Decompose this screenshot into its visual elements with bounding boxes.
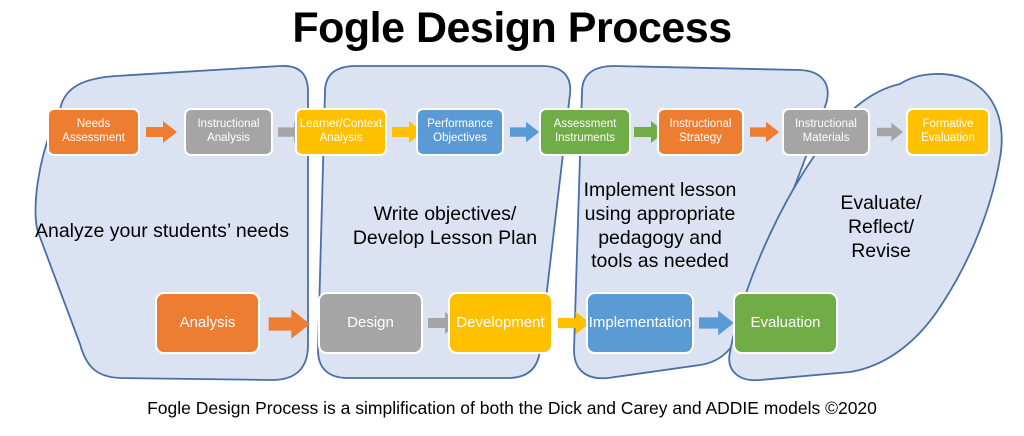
arrow-top-6	[750, 121, 780, 143]
group-label-evaluate: Evaluate/ Reflect/ Revise	[840, 192, 922, 262]
process-box-evaluation[interactable]: Evaluation	[733, 292, 838, 354]
process-box-instructional-materials[interactable]: Instructional Materials	[782, 108, 870, 156]
process-box-analysis[interactable]: Analysis	[155, 292, 260, 354]
process-box-design[interactable]: Design	[318, 292, 423, 354]
process-box-instructional-strategy[interactable]: Instructional Strategy	[657, 108, 744, 156]
process-box-development[interactable]: Development	[448, 292, 553, 354]
group-label-analyze: Analyze your students’ needs	[34, 220, 289, 242]
arrow-top-7	[877, 122, 904, 142]
process-box-instructional-analysis[interactable]: Instructional Analysis	[184, 108, 273, 156]
process-box-learner-context-analysis[interactable]: Learner/Context Analysis	[295, 108, 387, 156]
process-box-implementation[interactable]: Implementation	[586, 292, 694, 354]
arrow-bottom-3	[558, 311, 590, 335]
process-box-performance-objectives[interactable]: Performance Objectives	[416, 108, 504, 156]
group-label-implement: Implement lesson using appropriate pedag…	[583, 179, 737, 273]
arrow-top-1	[146, 121, 177, 143]
process-box-formative-evaluation[interactable]: Formative Evaluation	[906, 108, 990, 156]
arrow-bottom-4	[699, 310, 734, 336]
process-box-needs-assessment[interactable]: Needs Assessment	[47, 108, 140, 156]
arrow-bottom-1	[268, 309, 310, 339]
arrow-top-4	[510, 121, 540, 143]
process-box-assessment-instruments[interactable]: Assessment Instruments	[539, 108, 631, 156]
footer-caption: Fogle Design Process is a simplification…	[147, 398, 877, 418]
page-title: Fogle Design Process	[292, 4, 732, 52]
arrow-top-3	[392, 121, 423, 143]
group-label-objectives: Write objectives/ Develop Lesson Plan	[352, 203, 538, 249]
